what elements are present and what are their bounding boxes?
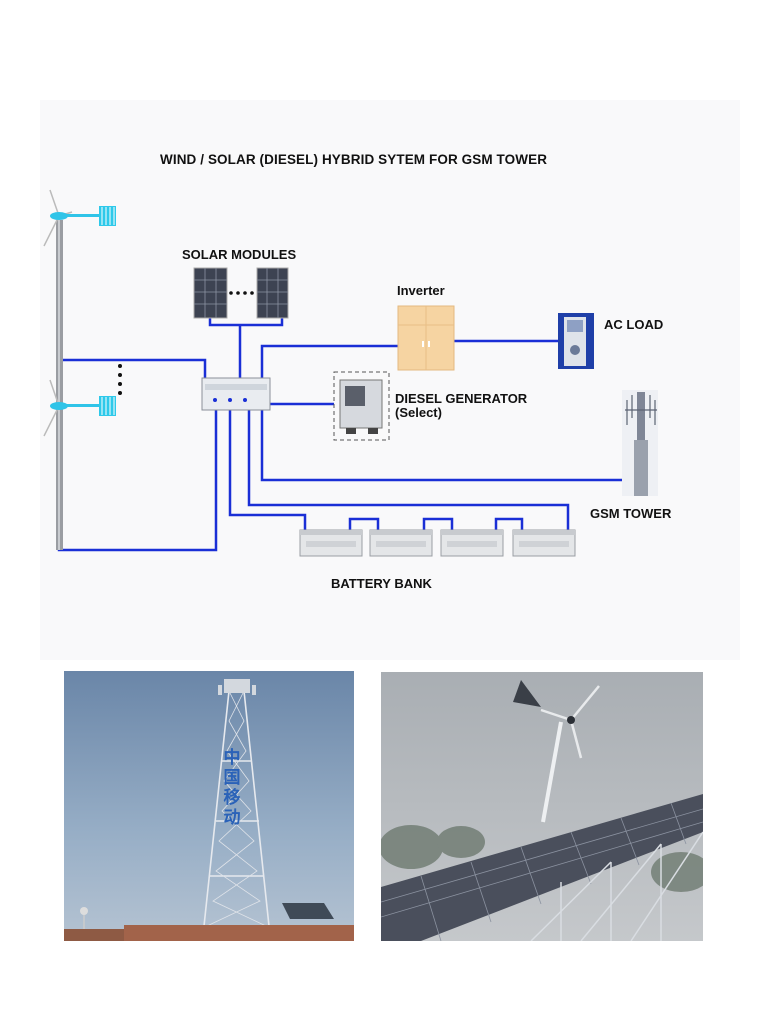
wind-solar-array-photo <box>381 672 703 941</box>
wire-controller-battery-b <box>230 410 305 530</box>
diesel-generator-icon <box>334 372 389 440</box>
ellipsis-dots-vertical <box>118 364 122 395</box>
wind-turbine-icon <box>44 190 116 550</box>
gsm-tower-photo <box>64 671 354 941</box>
wind-turbine-icon <box>44 380 116 550</box>
wire-battery-link-1 <box>350 519 378 530</box>
diesel-generator-label-line1: DIESEL GENERATOR <box>395 392 527 406</box>
diesel-generator-label-line2: (Select) <box>395 406 527 420</box>
ac-load-label: AC LOAD <box>604 317 663 332</box>
wire-turbine2-controller <box>59 408 216 550</box>
tower-sign-char: 移 <box>222 788 242 808</box>
tower-sign: 中 国 移 动 <box>222 748 242 828</box>
diagram-title: WIND / SOLAR (DIESEL) HYBRID SYTEM FOR G… <box>160 152 547 167</box>
tower-sign-char: 国 <box>222 768 242 788</box>
gsm-tower-icon <box>622 390 658 496</box>
wire-battery-link-3 <box>496 519 522 530</box>
ac-load-icon <box>558 313 594 369</box>
gsm-tower-label: GSM TOWER <box>590 506 671 521</box>
ellipsis-dots-horizontal <box>229 291 254 295</box>
wire-battery-link-2 <box>424 519 452 530</box>
charge-controller-icon <box>202 378 270 410</box>
diesel-generator-label: DIESEL GENERATOR (Select) <box>395 392 527 420</box>
solar-panel-icon <box>257 268 288 318</box>
solar-panel-icon <box>194 268 227 318</box>
wire-solar-controller <box>210 318 282 325</box>
inverter-icon <box>398 306 454 370</box>
battery-bank-label: BATTERY BANK <box>331 576 432 591</box>
tower-sign-char: 中 <box>222 748 242 768</box>
battery-icon <box>370 530 432 556</box>
battery-icon <box>513 530 575 556</box>
battery-icon <box>441 530 503 556</box>
inverter-label: Inverter <box>397 283 445 298</box>
wire-controller-battery-a <box>249 410 568 530</box>
tower-sign-char: 动 <box>222 808 242 828</box>
wire-controller-inverter <box>262 346 398 380</box>
solar-modules-label: SOLAR MODULES <box>182 247 296 262</box>
wire-controller-gsm <box>262 410 622 480</box>
battery-icon <box>300 530 362 556</box>
